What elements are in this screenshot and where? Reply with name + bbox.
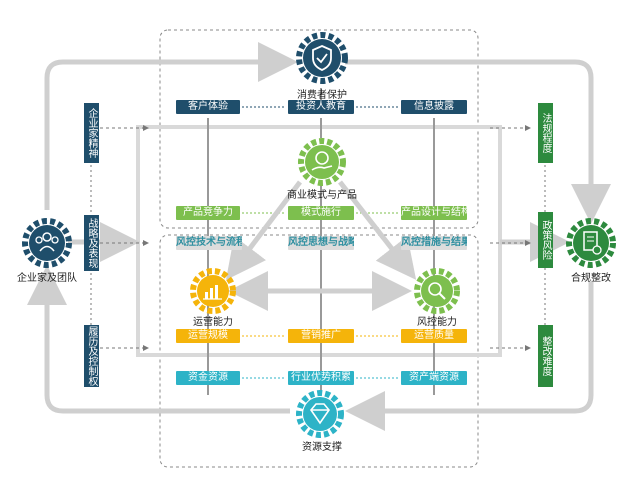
bottom-node-label: 资源支撑 xyxy=(302,442,342,453)
model-execution-label: 模式施行 xyxy=(288,206,354,220)
strategy-performance-label: 战略及表现 xyxy=(84,215,99,271)
risk-strategy-label: 风控思想与战略 xyxy=(288,236,354,250)
hand-money-icon xyxy=(298,138,346,186)
marketing-label: 营销推广 xyxy=(288,329,354,343)
policy-risk-label: 政策风险 xyxy=(538,212,553,268)
rectification-difficulty-label: 整改难度 xyxy=(538,325,553,387)
capital-resources-label: 资金资源 xyxy=(176,371,240,385)
diamond-icon xyxy=(296,390,344,438)
shield-check-icon xyxy=(296,32,348,84)
industry-advantage-label: 行业优势积累 xyxy=(288,371,354,385)
product-design-label: 产品设计与结构 xyxy=(401,206,467,220)
risk-tech-label: 风控技术与流程 xyxy=(176,236,242,250)
risk-measures-label: 风控措施与结果 xyxy=(401,236,467,250)
left-node-label: 企业家及团队 xyxy=(17,273,77,284)
document-check-icon xyxy=(566,218,616,268)
regulation-level-label: 法规程度 xyxy=(538,103,553,163)
right-node-label: 合规整改 xyxy=(571,273,611,284)
ops-quality-label: 运营质量 xyxy=(401,329,467,343)
team-icon xyxy=(22,218,72,268)
top-node-label: 消费者保护 xyxy=(297,90,347,101)
entrepreneurship-label: 企业家精神 xyxy=(84,103,99,163)
info-disclosure-label: 信息披露 xyxy=(401,100,467,114)
product-competitiveness-label: 产品竞争力 xyxy=(176,206,240,220)
magnifier-icon xyxy=(414,268,460,314)
asset-resources-label: 资产端资源 xyxy=(401,371,467,385)
ops-scale-label: 运营规模 xyxy=(176,329,240,343)
customer-experience-label: 客户体验 xyxy=(176,100,240,114)
ops-node-label: 运营能力 xyxy=(193,317,233,328)
investor-education-label: 投资人教育 xyxy=(288,100,354,114)
risk-node-label: 风控能力 xyxy=(417,317,457,328)
center-node-label: 商业模式与产品 xyxy=(287,190,357,201)
bar-chart-icon xyxy=(190,268,236,314)
resume-control-label: 履历及控制权 xyxy=(84,325,99,387)
